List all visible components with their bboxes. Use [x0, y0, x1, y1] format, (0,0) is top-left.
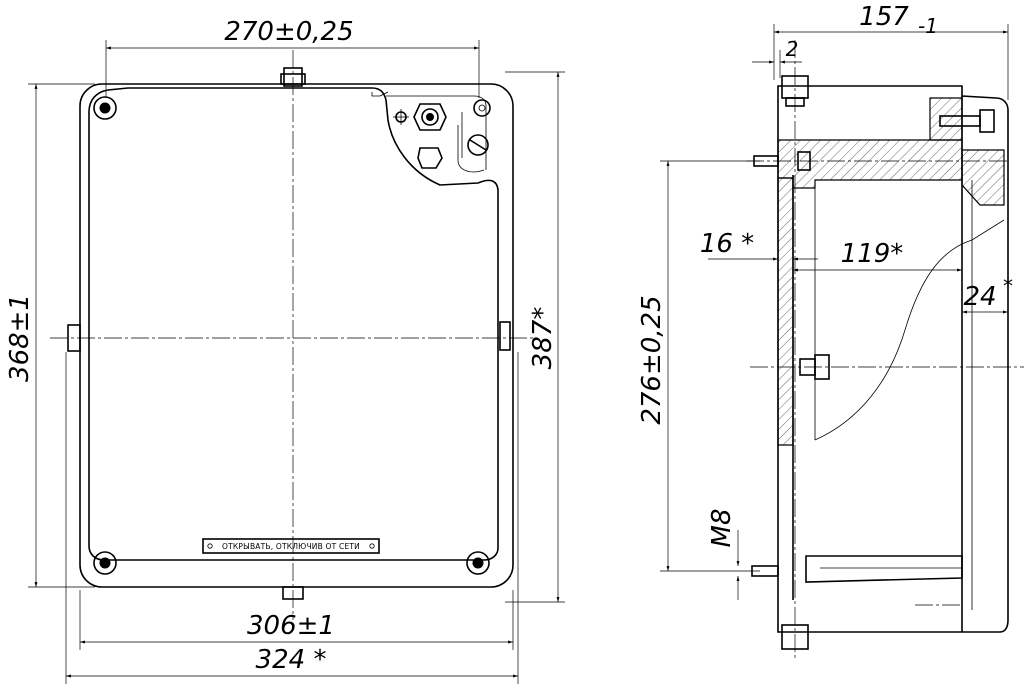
dimension-270: 270±0,25 [105, 17, 480, 98]
side-stud-top [746, 151, 1010, 171]
dimension-24: 24 * [962, 274, 1013, 314]
dimension-157-label: 157 [859, 2, 909, 32]
dimension-119: 119* [793, 239, 962, 272]
break-line [814, 219, 1005, 441]
dimension-m8-label: M8 [707, 509, 737, 548]
side-flange-section [777, 139, 963, 189]
dimension-16: 16 * [700, 229, 818, 261]
enclosure-outer-outline [79, 83, 514, 588]
dimension-2: 2 [752, 37, 802, 78]
dimension-387: 387* [505, 71, 565, 603]
side-lid-screw [939, 109, 995, 133]
side-view: 157 -1 2 16 * 119* 24 * [637, 2, 1024, 660]
dimension-24-star: * [1003, 274, 1013, 298]
dimension-276: 276±0,25 [637, 160, 760, 572]
dimension-324: 324 * [65, 352, 519, 684]
dimension-24-label: 24 [963, 282, 996, 312]
warning-plate-text: ОТКРЫВАТЬ, ОТКЛЮЧИВ ОТ СЕТИ [222, 542, 360, 551]
side-middle-nut [750, 354, 1024, 380]
dimension-16-label: 16 * [700, 229, 754, 259]
right-hinge [499, 321, 511, 351]
dimension-368: 368±1 [5, 83, 95, 588]
dimension-306: 306±1 [79, 590, 514, 650]
dimension-276-label: 276±0,25 [637, 295, 667, 424]
corner-screw-top-right [473, 99, 491, 117]
dimension-324-label: 324 * [256, 645, 327, 675]
dimension-368-label: 368±1 [5, 294, 35, 382]
dimension-m8: M8 [707, 509, 740, 600]
dimension-306-label: 306±1 [247, 611, 335, 641]
side-body-outline [777, 85, 1009, 633]
dimension-270-label: 270±0,25 [224, 17, 353, 47]
terminal-block [393, 103, 489, 173]
dimension-157: 157 -1 [773, 2, 1009, 100]
side-wall-section [777, 177, 794, 446]
front-view: ОТКРЫВАТЬ, ОТКЛЮЧИВ ОТ СЕТИ 270±0,25 368… [5, 17, 565, 684]
side-lid-section [961, 149, 1005, 206]
side-top-bolt [781, 75, 930, 107]
corner-screw-bottom-left [93, 551, 117, 575]
corner-screw-top-left [93, 96, 117, 120]
dimension-387-label: 387* [528, 307, 558, 370]
corner-screw-bottom-right [466, 551, 490, 575]
lid-inner-edge [371, 91, 487, 170]
dimension-157-tolerance: -1 [918, 14, 938, 38]
dimension-2-label: 2 [786, 37, 799, 61]
dimension-119-label: 119* [841, 239, 904, 269]
side-stud-bottom [751, 555, 963, 606]
warning-plate: ОТКРЫВАТЬ, ОТКЛЮЧИВ ОТ СЕТИ [202, 538, 380, 554]
enclosure-lid-outline [88, 87, 499, 561]
side-top-rib [929, 97, 963, 141]
